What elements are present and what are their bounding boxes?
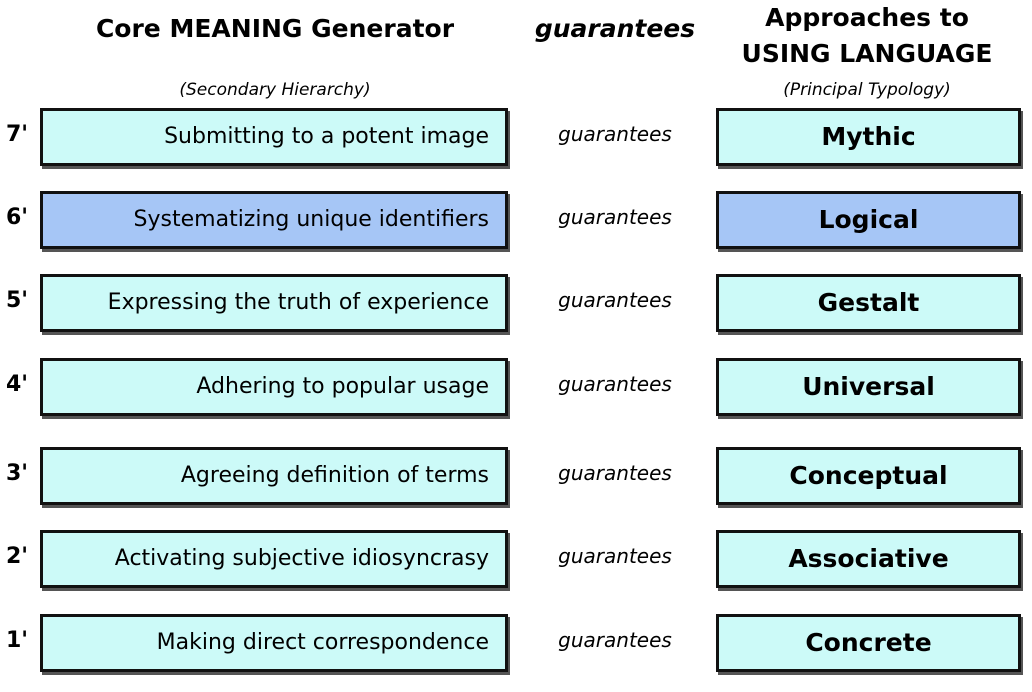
right-column-title: Approaches to USING LANGUAGE bbox=[712, 0, 1022, 72]
row-7: 7' Submitting to a potent image guarante… bbox=[0, 108, 1032, 168]
approach-box: Conceptual bbox=[716, 447, 1021, 505]
generator-box: Systematizing unique identifiers bbox=[40, 191, 508, 249]
approach-box: Universal bbox=[716, 358, 1021, 416]
row-4: 4' Adhering to popular usage guarantees … bbox=[0, 358, 1032, 418]
approach-box: Logical bbox=[716, 191, 1021, 249]
guarantees-label: guarantees bbox=[558, 372, 672, 396]
middle-column-title: guarantees bbox=[534, 14, 696, 43]
generator-box: Expressing the truth of experience bbox=[40, 274, 508, 332]
left-column-title: Core MEANING Generator bbox=[95, 14, 455, 43]
guarantees-label: guarantees bbox=[558, 628, 672, 652]
row-2: 2' Activating subjective idiosyncrasy gu… bbox=[0, 530, 1032, 590]
row-number: 6' bbox=[6, 205, 29, 230]
approach-box: Mythic bbox=[716, 108, 1021, 166]
row-number: 2' bbox=[6, 544, 29, 569]
generator-box: Agreeing definition of terms bbox=[40, 447, 508, 505]
right-title-line2: USING LANGUAGE bbox=[741, 39, 993, 68]
approach-box: Gestalt bbox=[716, 274, 1021, 332]
approach-box: Concrete bbox=[716, 614, 1021, 672]
row-number: 7' bbox=[6, 122, 29, 147]
guarantees-label: guarantees bbox=[558, 205, 672, 229]
guarantees-label: guarantees bbox=[558, 461, 672, 485]
row-number: 1' bbox=[6, 628, 29, 653]
row-number: 3' bbox=[6, 461, 29, 486]
row-number: 4' bbox=[6, 372, 29, 397]
row-1: 1' Making direct correspondence guarante… bbox=[0, 614, 1032, 674]
generator-box: Activating subjective idiosyncrasy bbox=[40, 530, 508, 588]
right-column-subtitle: (Principal Typology) bbox=[783, 80, 951, 100]
generator-box: Submitting to a potent image bbox=[40, 108, 508, 166]
row-6: 6' Systematizing unique identifiers guar… bbox=[0, 191, 1032, 251]
guarantees-label: guarantees bbox=[558, 288, 672, 312]
guarantees-label: guarantees bbox=[558, 122, 672, 146]
approach-box: Associative bbox=[716, 530, 1021, 588]
generator-box: Making direct correspondence bbox=[40, 614, 508, 672]
row-3: 3' Agreeing definition of terms guarante… bbox=[0, 447, 1032, 507]
guarantees-label: guarantees bbox=[558, 544, 672, 568]
right-title-line1: Approaches to bbox=[765, 3, 969, 32]
generator-box: Adhering to popular usage bbox=[40, 358, 508, 416]
row-5: 5' Expressing the truth of experience gu… bbox=[0, 274, 1032, 334]
row-number: 5' bbox=[6, 288, 29, 313]
left-column-subtitle: (Secondary Hierarchy) bbox=[179, 80, 371, 100]
